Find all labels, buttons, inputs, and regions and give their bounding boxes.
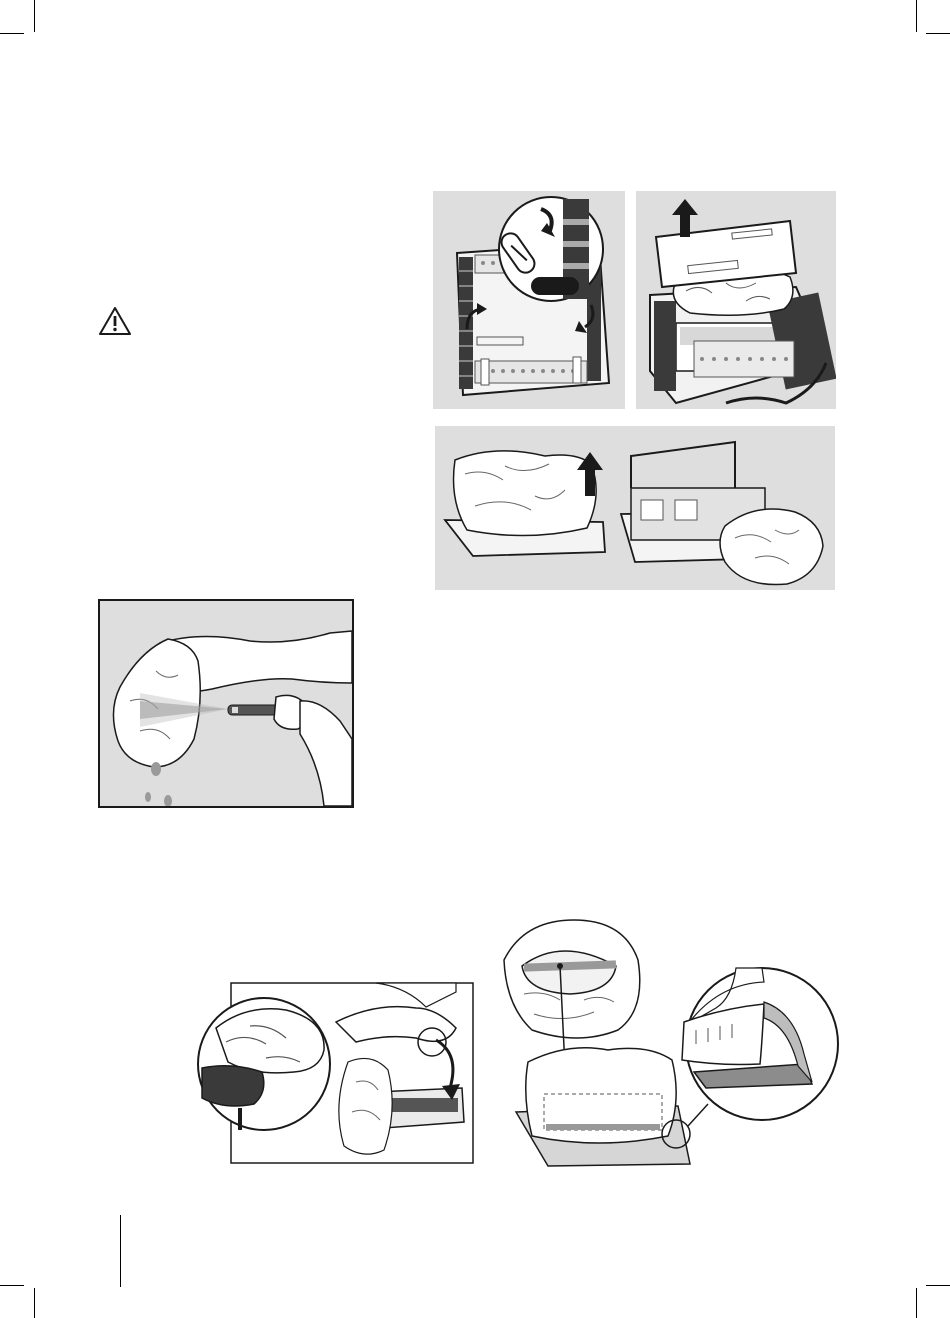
figure-remove-filter-bag: [435, 426, 835, 590]
crop-mark-br-h: [926, 1285, 950, 1286]
crop-mark-tl-h: [0, 33, 24, 34]
crop-mark-tr-h: [926, 33, 950, 34]
crop-mark-bl-h: [0, 1285, 24, 1286]
crop-mark-tl-v: [34, 0, 35, 32]
warning-triangle-icon: [98, 306, 132, 336]
crop-mark-br-v: [916, 1288, 917, 1318]
figure-rinse-filter-bag: [98, 599, 354, 808]
crop-mark-bl-v: [34, 1288, 35, 1318]
up-arrow: [672, 199, 698, 237]
figure-robot-underside-clips: [433, 191, 625, 409]
figure-fit-filter-bag: [196, 982, 474, 1164]
crop-mark-tr-v: [916, 0, 917, 32]
figure-lift-filter-cover: [636, 191, 836, 409]
figure-align-filter-bag: [494, 914, 840, 1168]
page-margin-line: [120, 1215, 121, 1287]
